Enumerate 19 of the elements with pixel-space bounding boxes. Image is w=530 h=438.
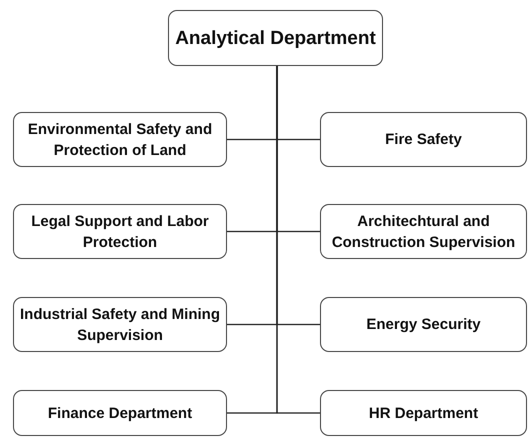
department-box [13, 204, 227, 259]
department-name: Architechtural and Construction Supervision [330, 212, 516, 252]
department-box [13, 112, 227, 167]
department-name: Fire Safety [385, 130, 462, 150]
department-box [13, 390, 227, 436]
department-name: Industrial Safety and Mining Supervision [18, 304, 222, 346]
department-name: Analytical Department [175, 28, 376, 48]
department-name: Legal Support and Labor Protection [30, 212, 210, 252]
department-name: HR Department [368, 404, 478, 424]
department-box [320, 112, 527, 167]
department-name: Energy Security [366, 315, 481, 335]
head-department-box [168, 10, 383, 66]
department-box [320, 297, 527, 352]
department-box [13, 297, 227, 352]
department-name: Finance Department [48, 404, 192, 424]
department-name: Environmental Safety and Protection of Land [26, 120, 214, 160]
department-box [320, 390, 527, 436]
department-box [320, 204, 527, 259]
connector-line [276, 66, 320, 414]
